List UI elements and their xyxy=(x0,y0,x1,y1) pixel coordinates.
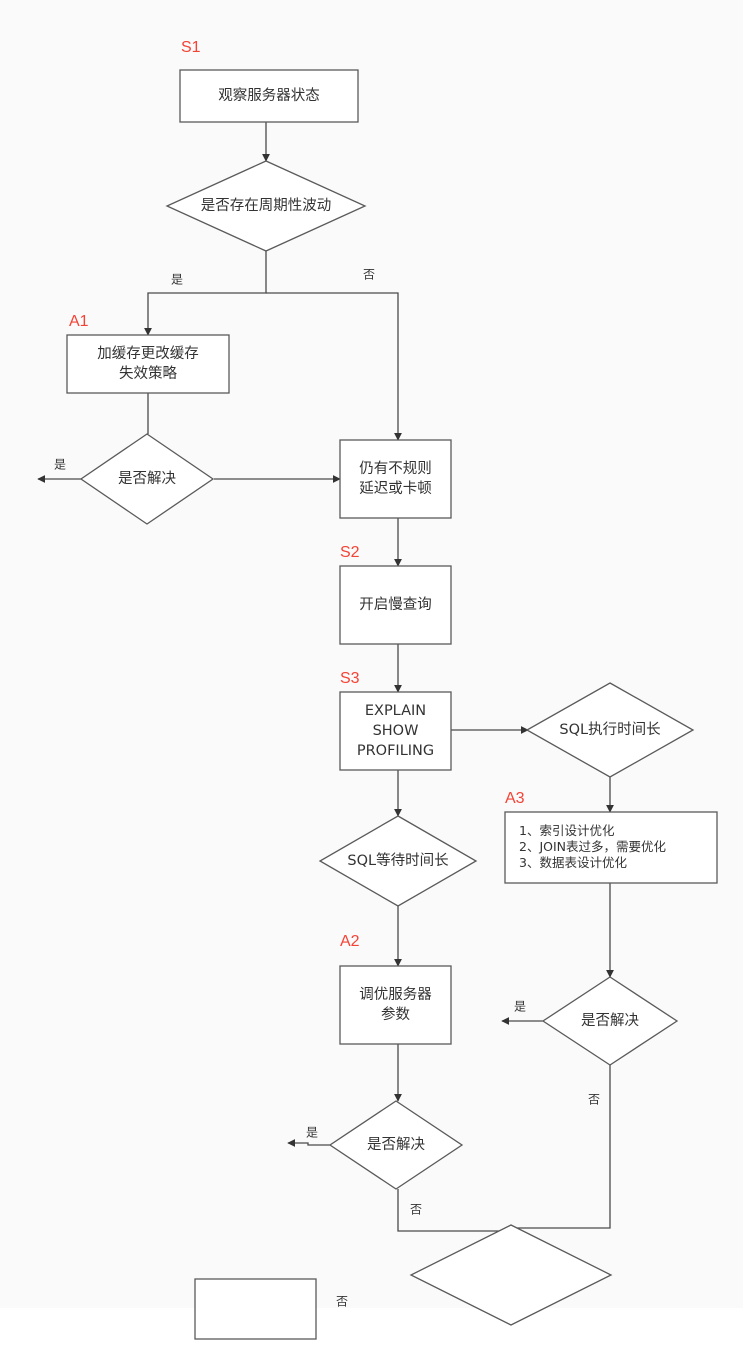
decision-diamond xyxy=(525,682,695,778)
decision-diamond xyxy=(409,1224,613,1326)
edge-label: 否 xyxy=(363,268,375,282)
node-text: 参数 xyxy=(381,1006,410,1023)
node-text: 3、数据表设计优化 xyxy=(519,855,627,870)
step-label: A3 xyxy=(505,790,525,807)
edge-label: 是 xyxy=(306,1126,318,1140)
flow-edge-resolved2-to-exit-left xyxy=(287,1139,330,1147)
decision-diamond xyxy=(328,1100,464,1190)
flow-node-resolved3: 是否解决 xyxy=(541,976,679,1066)
decision-diamond xyxy=(541,976,679,1066)
node-text: 是否解决 xyxy=(367,1136,425,1153)
decision-diamond xyxy=(318,815,478,907)
node-text: 2、JOIN表过多，需要优化 xyxy=(519,839,667,854)
flow-edge-periodic-to-irregular xyxy=(266,292,402,441)
flow-edge-periodic-to-cache xyxy=(144,251,267,336)
process-box xyxy=(339,565,452,645)
node-text: 失效策略 xyxy=(119,365,177,382)
flow-node-explain: EXPLAIN SHOW PROFILING S3 xyxy=(339,670,452,771)
process-box xyxy=(179,69,359,123)
connector-line xyxy=(287,1139,330,1147)
node-text: 加缓存更改缓存 xyxy=(97,345,199,362)
step-label: A2 xyxy=(340,933,360,950)
flow-node-wait_long: SQL等待时间长 xyxy=(318,815,478,907)
process-box xyxy=(339,439,452,519)
node-text: 仍有不规则 xyxy=(359,460,432,477)
process-box xyxy=(194,1278,317,1340)
flow-node-final_diamond xyxy=(409,1224,613,1326)
node-text: 是否解决 xyxy=(118,470,176,487)
connector-line xyxy=(266,292,402,441)
canvas-background xyxy=(0,0,743,1308)
step-label: A1 xyxy=(69,313,89,330)
edge-label: 否 xyxy=(336,1295,348,1309)
flow-node-resolved2: 是否解决 xyxy=(328,1100,464,1190)
node-text: SHOW xyxy=(373,723,419,739)
flow-node-slowquery: 开启慢查询 S2 xyxy=(339,544,452,645)
process-box xyxy=(339,965,452,1045)
flow-node-observe: 观察服务器状态 S1 xyxy=(179,39,359,123)
process-box xyxy=(504,811,718,884)
node-text: EXPLAIN xyxy=(365,703,426,719)
step-label: S2 xyxy=(340,544,360,561)
node-text: 是否存在周期性波动 xyxy=(201,197,332,214)
edge-label: 是 xyxy=(54,458,66,472)
flow-node-periodic: 是否存在周期性波动 xyxy=(165,160,367,252)
flow-edge-resolved3-to-final_diamond xyxy=(510,1065,611,1229)
node-text: 开启慢查询 xyxy=(359,596,432,613)
process-box xyxy=(339,691,452,771)
flow-node-resolved1: 是否解决 xyxy=(79,433,215,525)
node-text: SQL执行时间长 xyxy=(559,721,661,738)
decision-diamond xyxy=(79,433,215,525)
edge-label: 是 xyxy=(514,1000,526,1014)
flow-node-final_box xyxy=(194,1278,317,1340)
process-box xyxy=(66,334,230,394)
node-text: 延迟或卡顿 xyxy=(359,480,432,497)
node-text: 调优服务器 xyxy=(359,986,432,1003)
node-text: SQL等待时间长 xyxy=(347,851,449,869)
node-text: 观察服务器状态 xyxy=(218,86,320,104)
node-text: PROFILING xyxy=(357,743,434,759)
step-label: S3 xyxy=(340,670,360,687)
edge-label: 否 xyxy=(410,1203,422,1217)
decision-diamond xyxy=(165,160,367,252)
node-text: 是否解决 xyxy=(581,1012,639,1029)
flow-node-exec_long: SQL执行时间长 xyxy=(525,682,695,778)
edge-label: 是 xyxy=(171,273,183,287)
connector-line xyxy=(510,1065,611,1229)
node-text: 1、索引设计优化 xyxy=(519,823,615,838)
edge-label: 否 xyxy=(588,1093,600,1107)
connector-line xyxy=(144,251,267,336)
step-label: S1 xyxy=(181,39,201,56)
